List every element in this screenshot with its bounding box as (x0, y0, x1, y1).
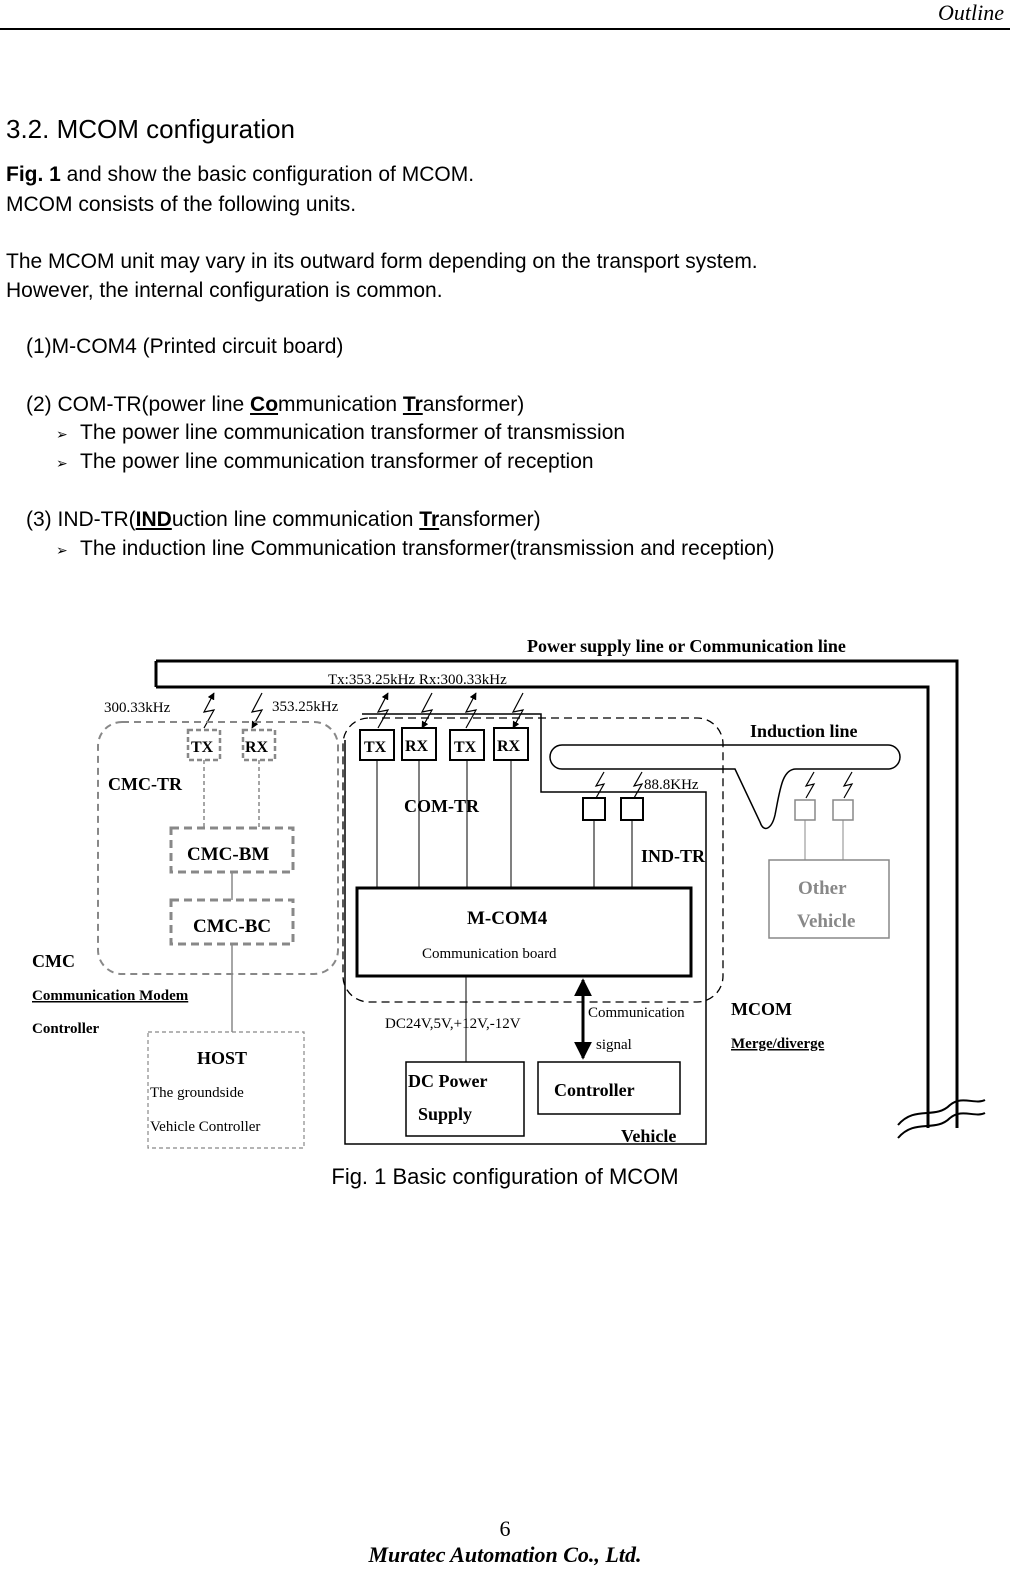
power-line (154, 659, 986, 1139)
dc-voltage-label: DC24V,5V,+12V,-12V (385, 1016, 521, 1032)
unit-2-pre: (2) COM-TR(power line (26, 393, 251, 416)
induction-line-label: Induction line (750, 721, 858, 741)
cmc-tx-box (186, 728, 222, 762)
unit-3-abbr-a: IND (135, 508, 172, 531)
unit-2-bullet-1: ➢ The power line communication transforme… (56, 421, 625, 445)
section-title: 3.2. MCOM configuration (6, 114, 296, 144)
controller-label: Controller (554, 1080, 635, 1100)
unit-3-abbr-b: Tr (419, 508, 440, 531)
bullet-arrow-icon: ➢ (56, 542, 68, 558)
comm-label-1: Communication (588, 1005, 685, 1021)
com-tx-2: TX (454, 739, 477, 756)
header-rule (0, 28, 1010, 30)
intro-line: Fig. 1 and show the basic configuration … (6, 160, 474, 189)
bullet-text: The power line communication transformer… (80, 421, 626, 444)
other-tr-box-1 (794, 799, 816, 821)
com-tr-units (359, 727, 529, 761)
mcom-region (342, 717, 724, 1003)
footer-company: Muratec Automation Co., Ltd. (368, 1542, 642, 1567)
unit-2-abbr-a: Co (250, 393, 279, 416)
figure-caption: Fig. 1 Basic configuration of MCOM (331, 1164, 679, 1189)
vehicle-box (344, 713, 707, 1145)
cmc-bm-label: CMC-BM (187, 844, 269, 865)
cmc-label: CMC (32, 951, 75, 971)
mcom-configuration-diagram: Power supply line or Communication line … (32, 636, 986, 1149)
consists-line: MCOM consists of the following units. (6, 193, 357, 216)
dc-power-label-2: Supply (418, 1104, 472, 1124)
freq-left-tx: 353.25kHz (272, 699, 339, 715)
com-tx-1: TX (364, 739, 387, 756)
unit-2-mid: mmunication (278, 393, 403, 416)
host-box (147, 1031, 305, 1149)
cmc-bc-label: CMC-BC (193, 916, 271, 937)
internal-config-line: However, the internal configuration is c… (6, 279, 443, 302)
cmc-region (97, 721, 339, 975)
mcom4-label: M-COM4 (467, 908, 548, 929)
cmc-rx-label: RX (245, 739, 269, 756)
unit-2-bullet-2: ➢ The power line communication transforme… (56, 450, 594, 474)
host-label: HOST (197, 1048, 247, 1068)
dc-power-label-1: DC Power (408, 1071, 487, 1091)
unit-1: (1)M-COM4 (Printed circuit board) (26, 335, 344, 358)
fig-ref: Fig. 1 (6, 163, 61, 186)
unit-3-bullet-1: ➢ The induction line Communication transf… (56, 537, 774, 561)
unit-3-pre: (3) IND-TR( (26, 508, 136, 531)
bullet-arrow-icon: ➢ (56, 426, 68, 442)
bullet-text: The power line communication transformer… (80, 450, 594, 473)
other-tr-box-2 (832, 799, 854, 821)
unit-3-mid: uction line communication (171, 508, 420, 531)
other-label: Other (798, 878, 847, 899)
outward-form-line: The MCOM unit may vary in its outward fo… (6, 250, 758, 273)
freq-top-label: Tx:353.25kHz Rx:300.33kHz (328, 672, 507, 688)
cmc-rx-box (241, 728, 277, 762)
controller-box (537, 1061, 681, 1115)
ind-freq-label: 88.8KHz (644, 777, 699, 793)
mcom4-sub-label: Communication board (422, 946, 557, 962)
ind-tr-label: IND-TR (641, 846, 706, 866)
merge-label: Merge/diverge (731, 1036, 825, 1052)
mcom4-box (355, 886, 693, 978)
freq-left-rx: 300.33kHz (104, 700, 171, 716)
ind-tr-box-2 (620, 797, 644, 821)
other-vehicle-label: Vehicle (797, 911, 855, 932)
power-line-label: Power supply line or Communication line (527, 636, 846, 656)
unit-2-post: ansformer) (422, 393, 525, 416)
other-vehicle-box (768, 859, 890, 939)
unit-3-post: ansformer) (439, 508, 541, 531)
unit-2: (2) COM-TR(power line Communication Tran… (26, 393, 524, 417)
vehicle-label: Vehicle (621, 1126, 676, 1146)
bullet-arrow-icon: ➢ (56, 455, 68, 471)
com-rx-2: RX (497, 738, 521, 755)
intro-rest: and show the basic configuration of MCOM… (60, 163, 475, 186)
dc-power-box (405, 1061, 525, 1137)
induction-line (549, 744, 901, 830)
cmc-desc-2: Controller (32, 1021, 100, 1037)
ind-tr-box-1 (582, 797, 606, 821)
bullet-text: The induction line Communication transfo… (80, 537, 775, 560)
com-rx-1: RX (405, 738, 429, 755)
comm-label-2: signal (596, 1037, 632, 1053)
running-header: Outline (938, 0, 1004, 25)
mcom-label: MCOM (731, 999, 792, 1019)
signal-marks (202, 692, 854, 799)
wires (376, 760, 633, 1062)
host-desc-1: The groundside (150, 1085, 244, 1101)
unit-3: (3) IND-TR(INDuction line communication … (26, 508, 541, 532)
host-desc-2: Vehicle Controller (150, 1119, 260, 1135)
cmc-tr-label: CMC-TR (108, 774, 183, 794)
com-tr-label: COM-TR (404, 796, 480, 816)
unit-2-abbr-b: Tr (402, 393, 423, 416)
cmc-desc-1: Communication Modem (32, 988, 189, 1004)
cmc-tx-label: TX (191, 739, 214, 756)
page-number: 6 (499, 1516, 511, 1541)
